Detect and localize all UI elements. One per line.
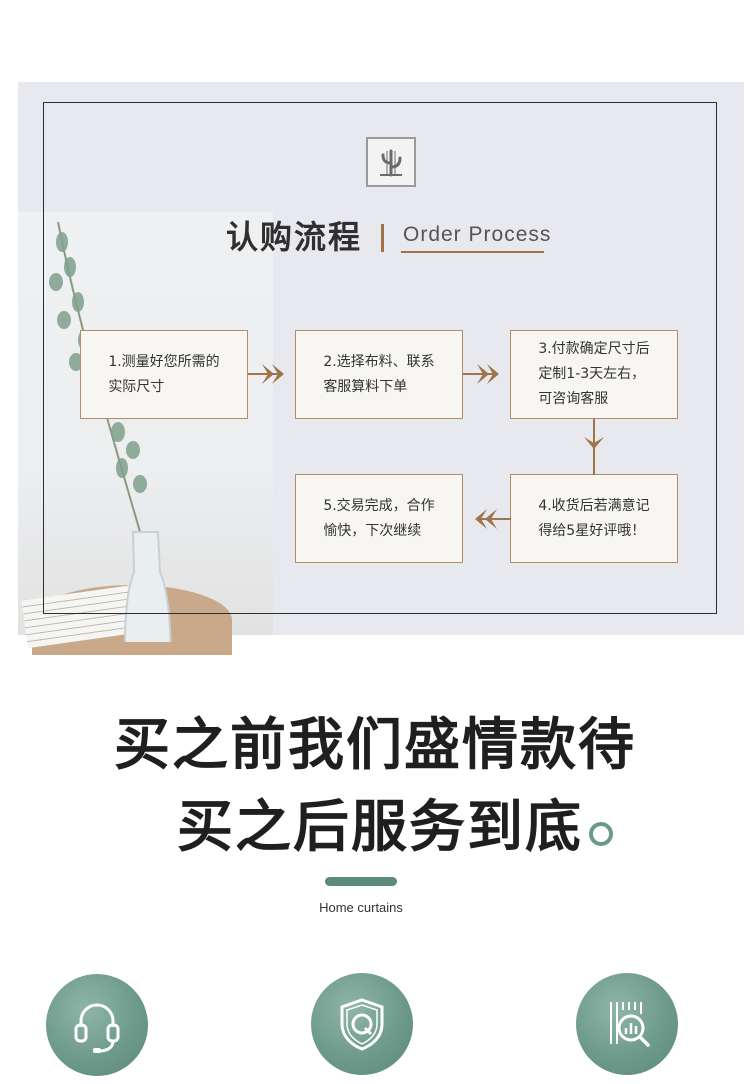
- step-2-text: 2.选择布料、联系 客服算料下单: [323, 353, 435, 395]
- service-inspection: [576, 973, 678, 1075]
- title-underline: [401, 251, 544, 253]
- step-5: 5.交易完成，合作 愉快，下次继续: [295, 474, 463, 563]
- logo-badge: [366, 137, 416, 187]
- step-3: 3.付款确定尺寸后 定制1-3天左右， 可咨询客服: [510, 330, 678, 419]
- step-5-text: 5.交易完成，合作 愉快，下次继续: [323, 497, 435, 539]
- step-4-text: 4.收货后若满意记 得给5星好评哦！: [538, 497, 650, 539]
- magnifier-chart-icon: [610, 1002, 650, 1047]
- headset-icon: [74, 1003, 120, 1053]
- arrow-down-icon: [584, 419, 604, 475]
- arrow-right-icon: [463, 364, 499, 384]
- slogan-line-2: 买之后服务到底: [177, 795, 583, 860]
- arrow-right-icon: [248, 364, 284, 384]
- shield-q-icon: [340, 998, 384, 1051]
- slogan-line-2-wrap: 买之后服务到底: [0, 782, 750, 863]
- service-quality: [311, 973, 413, 1075]
- dot-icon: [589, 822, 613, 846]
- brand-tagline: Home curtains: [319, 900, 403, 915]
- brand-divider: [325, 877, 397, 886]
- title-separator: [381, 224, 384, 252]
- slogan-line-1: 买之前我们盛情款待: [114, 713, 636, 778]
- step-4: 4.收货后若满意记 得给5星好评哦！: [510, 474, 678, 563]
- arrow-left-icon: [475, 509, 511, 529]
- step-2: 2.选择布料、联系 客服算料下单: [295, 330, 463, 419]
- service-support: [46, 974, 148, 1076]
- cactus-icon: [380, 149, 402, 177]
- process-title-cn: 认购流程: [226, 218, 363, 256]
- decor-plant-icon: [49, 222, 172, 642]
- process-frame: [43, 102, 717, 614]
- step-1: 1.测量好您所需的 实际尺寸: [80, 330, 248, 419]
- step-3-text: 3.付款确定尺寸后 定制1-3天左右， 可咨询客服: [538, 341, 650, 407]
- process-title-en: Order Process: [403, 223, 552, 246]
- step-1-text: 1.测量好您所需的 实际尺寸: [108, 353, 220, 395]
